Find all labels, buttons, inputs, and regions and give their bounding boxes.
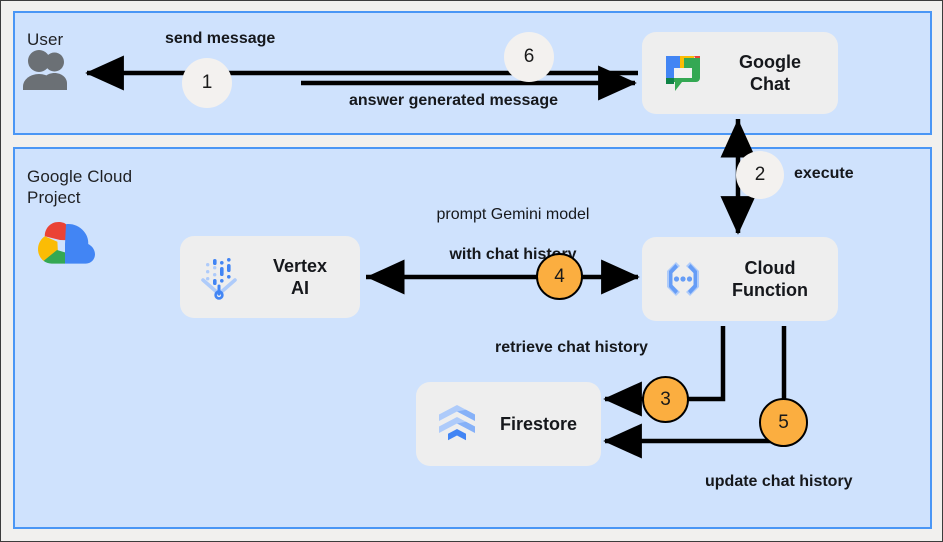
cloud-function-icon [656,252,710,306]
google-chat-icon [656,46,710,100]
vertex-ai-icon [194,250,248,304]
card-google-chat-label: Google Chat [739,52,801,94]
step-badge-5: 5 [759,398,808,447]
label-answer-generated-message: answer generated message [349,92,558,109]
step-badge-3: 3 [642,376,689,423]
card-firestore[interactable]: Firestore [416,382,601,466]
card-firestore-label: Firestore [499,414,578,434]
label-send-message: send message [165,30,276,47]
firestore-icon [430,397,484,451]
panel-google-cloud-project-title: Google Cloud Project [27,167,133,207]
step-badge-4: 4 [536,253,583,300]
panel-user-title: User [27,30,64,49]
label-update-chat-history: update chat history [705,473,853,490]
google-cloud-logo [35,220,101,272]
label-prompt-line-1: prompt Gemini model [436,206,590,223]
card-vertex-ai-label: Vertex AI [272,256,328,298]
card-cloud-function[interactable]: Cloud Function [642,237,838,321]
label-retrieve-chat-history: retrieve chat history [495,339,648,356]
card-cloud-function-label: Cloud Function [732,258,808,300]
label-execute: execute [794,165,854,182]
label-prompt-gemini-model: prompt Gemini model with chat history [411,185,615,265]
step-badge-6: 6 [504,32,554,82]
step-badge-1: 1 [182,58,232,108]
card-vertex-ai[interactable]: Vertex AI [180,236,360,318]
card-google-chat[interactable]: Google Chat [642,32,838,114]
step-badge-2: 2 [736,151,784,199]
users-icon [23,49,79,93]
